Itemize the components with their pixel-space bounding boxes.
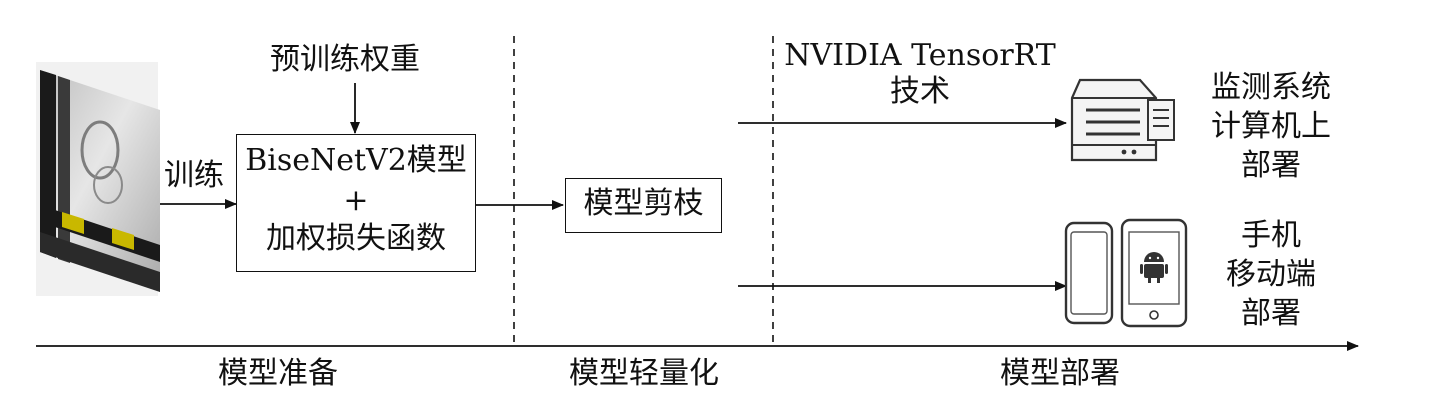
mobile-deploy-line3: 部署 [1241, 296, 1301, 331]
model-box-line3: 加权损失函数 [266, 221, 446, 256]
model-box-line1: BiseNetV2模型 [245, 143, 467, 178]
input-sample-image [36, 62, 160, 296]
pc-deploy-line2: 计算机上 [1211, 109, 1331, 144]
mobile-deploy-line2: 移动端 [1226, 257, 1316, 292]
mobile-phones-icon [1064, 218, 1188, 328]
stage-deploy-label: 模型部署 [1000, 356, 1120, 391]
model-box: BiseNetV2模型 + 加权损失函数 [236, 134, 476, 272]
stage-prepare-label: 模型准备 [218, 356, 338, 391]
tensorrt-tech-label: 技术 [890, 74, 950, 109]
prune-label: 模型剪枝 [583, 186, 704, 221]
pc-deploy-line3: 部署 [1241, 148, 1301, 183]
server-icon [1070, 78, 1175, 162]
mobile-deploy-line1: 手机 [1241, 218, 1301, 253]
tensorrt-label: NVIDIA TensorRT [784, 38, 1056, 73]
stage-lightweight-label: 模型轻量化 [569, 356, 719, 391]
prune-box: 模型剪枝 [565, 178, 722, 233]
android-logo-icon [1140, 252, 1168, 283]
pc-deploy-line1: 监测系统 [1211, 70, 1331, 105]
train-label: 训练 [164, 158, 224, 193]
pretrain-weights-label: 预训练权重 [270, 42, 420, 77]
model-box-plus: + [343, 183, 369, 218]
